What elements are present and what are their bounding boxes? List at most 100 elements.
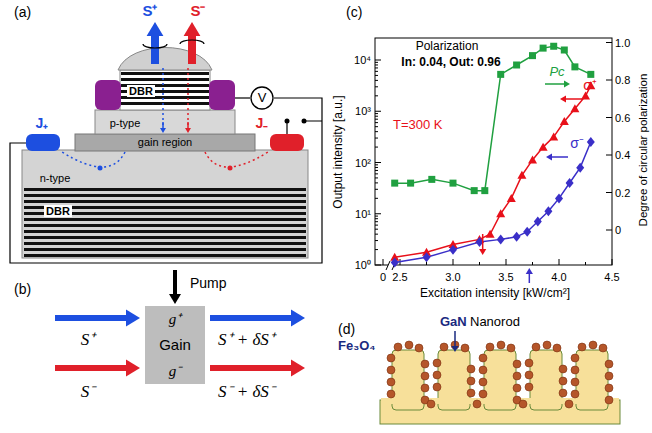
y-minor-tick [375, 229, 378, 230]
fe3o4-particle [467, 389, 475, 397]
figure-label: (c) [346, 5, 362, 20]
fe3o4-particle [605, 396, 613, 404]
p-contact [95, 80, 121, 110]
figure-label: (a) [14, 5, 31, 20]
figure-label: 0 [380, 271, 386, 283]
layer-name: V [258, 91, 267, 105]
figure-label: 10¹ [355, 208, 371, 220]
bottom-dbr-stripe [24, 194, 306, 197]
figure-label: 4.5 [604, 271, 619, 283]
rotation-mark [143, 44, 167, 48]
y-minor-tick [375, 147, 378, 148]
y-minor-tick [375, 177, 378, 178]
triangle-marker [539, 143, 548, 151]
axis-title: Degree of circular polarization [637, 74, 650, 227]
square-marker [391, 180, 398, 187]
figure-label: S⁺ [81, 331, 96, 350]
y-minor-tick [375, 221, 378, 222]
right-tick [606, 80, 612, 81]
figure-label: J₊ [36, 116, 49, 131]
y-minor-tick [375, 86, 378, 87]
spin-contact-minus [270, 134, 304, 151]
y-minor-tick [375, 198, 378, 199]
figure-label: S⁻ + δS⁻ [218, 383, 275, 402]
fe3o4-particle [605, 372, 613, 380]
spin-dot [228, 166, 233, 171]
output-arrow-minus-head [291, 360, 305, 377]
axis-title: Output intensity [a.u.] [332, 95, 345, 208]
figure-label: In: 0.04, Out: 0.96 [401, 56, 500, 69]
substrate-joint [381, 398, 619, 404]
plot-frame [375, 38, 612, 265]
y-tick [375, 60, 381, 61]
figure-label: Polarization [416, 40, 479, 53]
diamond-marker [576, 163, 584, 173]
triangle-marker [549, 132, 558, 140]
y-minor-tick [375, 182, 378, 183]
diamond-marker [449, 245, 457, 255]
triangle-marker [517, 171, 526, 179]
fe3o4-particle [571, 354, 579, 362]
input-arrow-minus-head [126, 360, 140, 377]
diamond-marker [544, 206, 552, 216]
switch-terminal [302, 119, 307, 124]
dbr-layer: DBR [40, 202, 76, 220]
y-tick [375, 111, 381, 112]
fe3o4-particle [525, 383, 533, 391]
p-type-layer: p-type [100, 114, 150, 132]
gain-layer [75, 134, 255, 151]
triangle-marker [570, 104, 579, 112]
spin-path-plus [62, 152, 125, 167]
square-marker [497, 71, 504, 78]
figure-label: Excitation intensity [kW/cm²] [420, 287, 570, 300]
fe3o4-particle [543, 341, 551, 349]
figure-label: 10² [355, 156, 371, 168]
input-arrow-plus [55, 315, 126, 321]
x-tick [453, 259, 454, 265]
fe3o4-particle [532, 343, 540, 351]
axis-pointer [566, 98, 582, 100]
fe3o4-particle [559, 377, 567, 385]
figure-label: 4.0 [551, 271, 566, 283]
fe3o4-particle [440, 343, 448, 351]
y-minor-tick [375, 249, 378, 250]
y-tick [375, 213, 381, 214]
fe3o4-particle [394, 343, 402, 351]
fe3o4-particle [605, 384, 613, 392]
bottom-dbr-stripe [24, 188, 306, 191]
fe3o4-particle [513, 384, 521, 392]
y-minor-tick [375, 216, 378, 217]
p-type-layer [95, 110, 235, 134]
figure-label: (d) [338, 322, 355, 337]
fe3o4-particle [486, 343, 494, 351]
square-marker [450, 180, 457, 187]
right-tick [606, 230, 612, 231]
figure-label: 10³ [355, 105, 371, 117]
figure-label: 3.5 [498, 271, 513, 283]
n-type-block [22, 150, 308, 258]
fe3o4-particle [479, 366, 487, 374]
wire [10, 98, 322, 263]
sigma-plus-curve [395, 86, 591, 258]
fe3o4-particle [571, 378, 579, 386]
nanorod-illustration [380, 331, 620, 424]
gain-text: Gain [159, 337, 191, 354]
diamond-marker [534, 216, 542, 226]
figure-label: J₋ [256, 116, 269, 131]
figure-label: σ⁺ [583, 78, 597, 93]
fe3o4-particle [387, 354, 395, 362]
figure-label: Pump [190, 276, 227, 291]
figure-label: GaN [440, 315, 467, 329]
fe3o4-particle [433, 371, 441, 379]
square-marker [571, 63, 578, 70]
bottom-dbr-stripe [24, 224, 306, 227]
y-minor-tick [375, 122, 378, 123]
y-minor-tick [375, 113, 378, 114]
y-tick [375, 162, 381, 163]
y-minor-tick [375, 138, 378, 139]
x-minor-tick [479, 262, 480, 265]
emission-arrow-plus [151, 36, 159, 64]
gain-region-layer: gain region [110, 134, 220, 151]
x-tick [383, 259, 384, 265]
spin-injection-arrow [187, 122, 189, 128]
